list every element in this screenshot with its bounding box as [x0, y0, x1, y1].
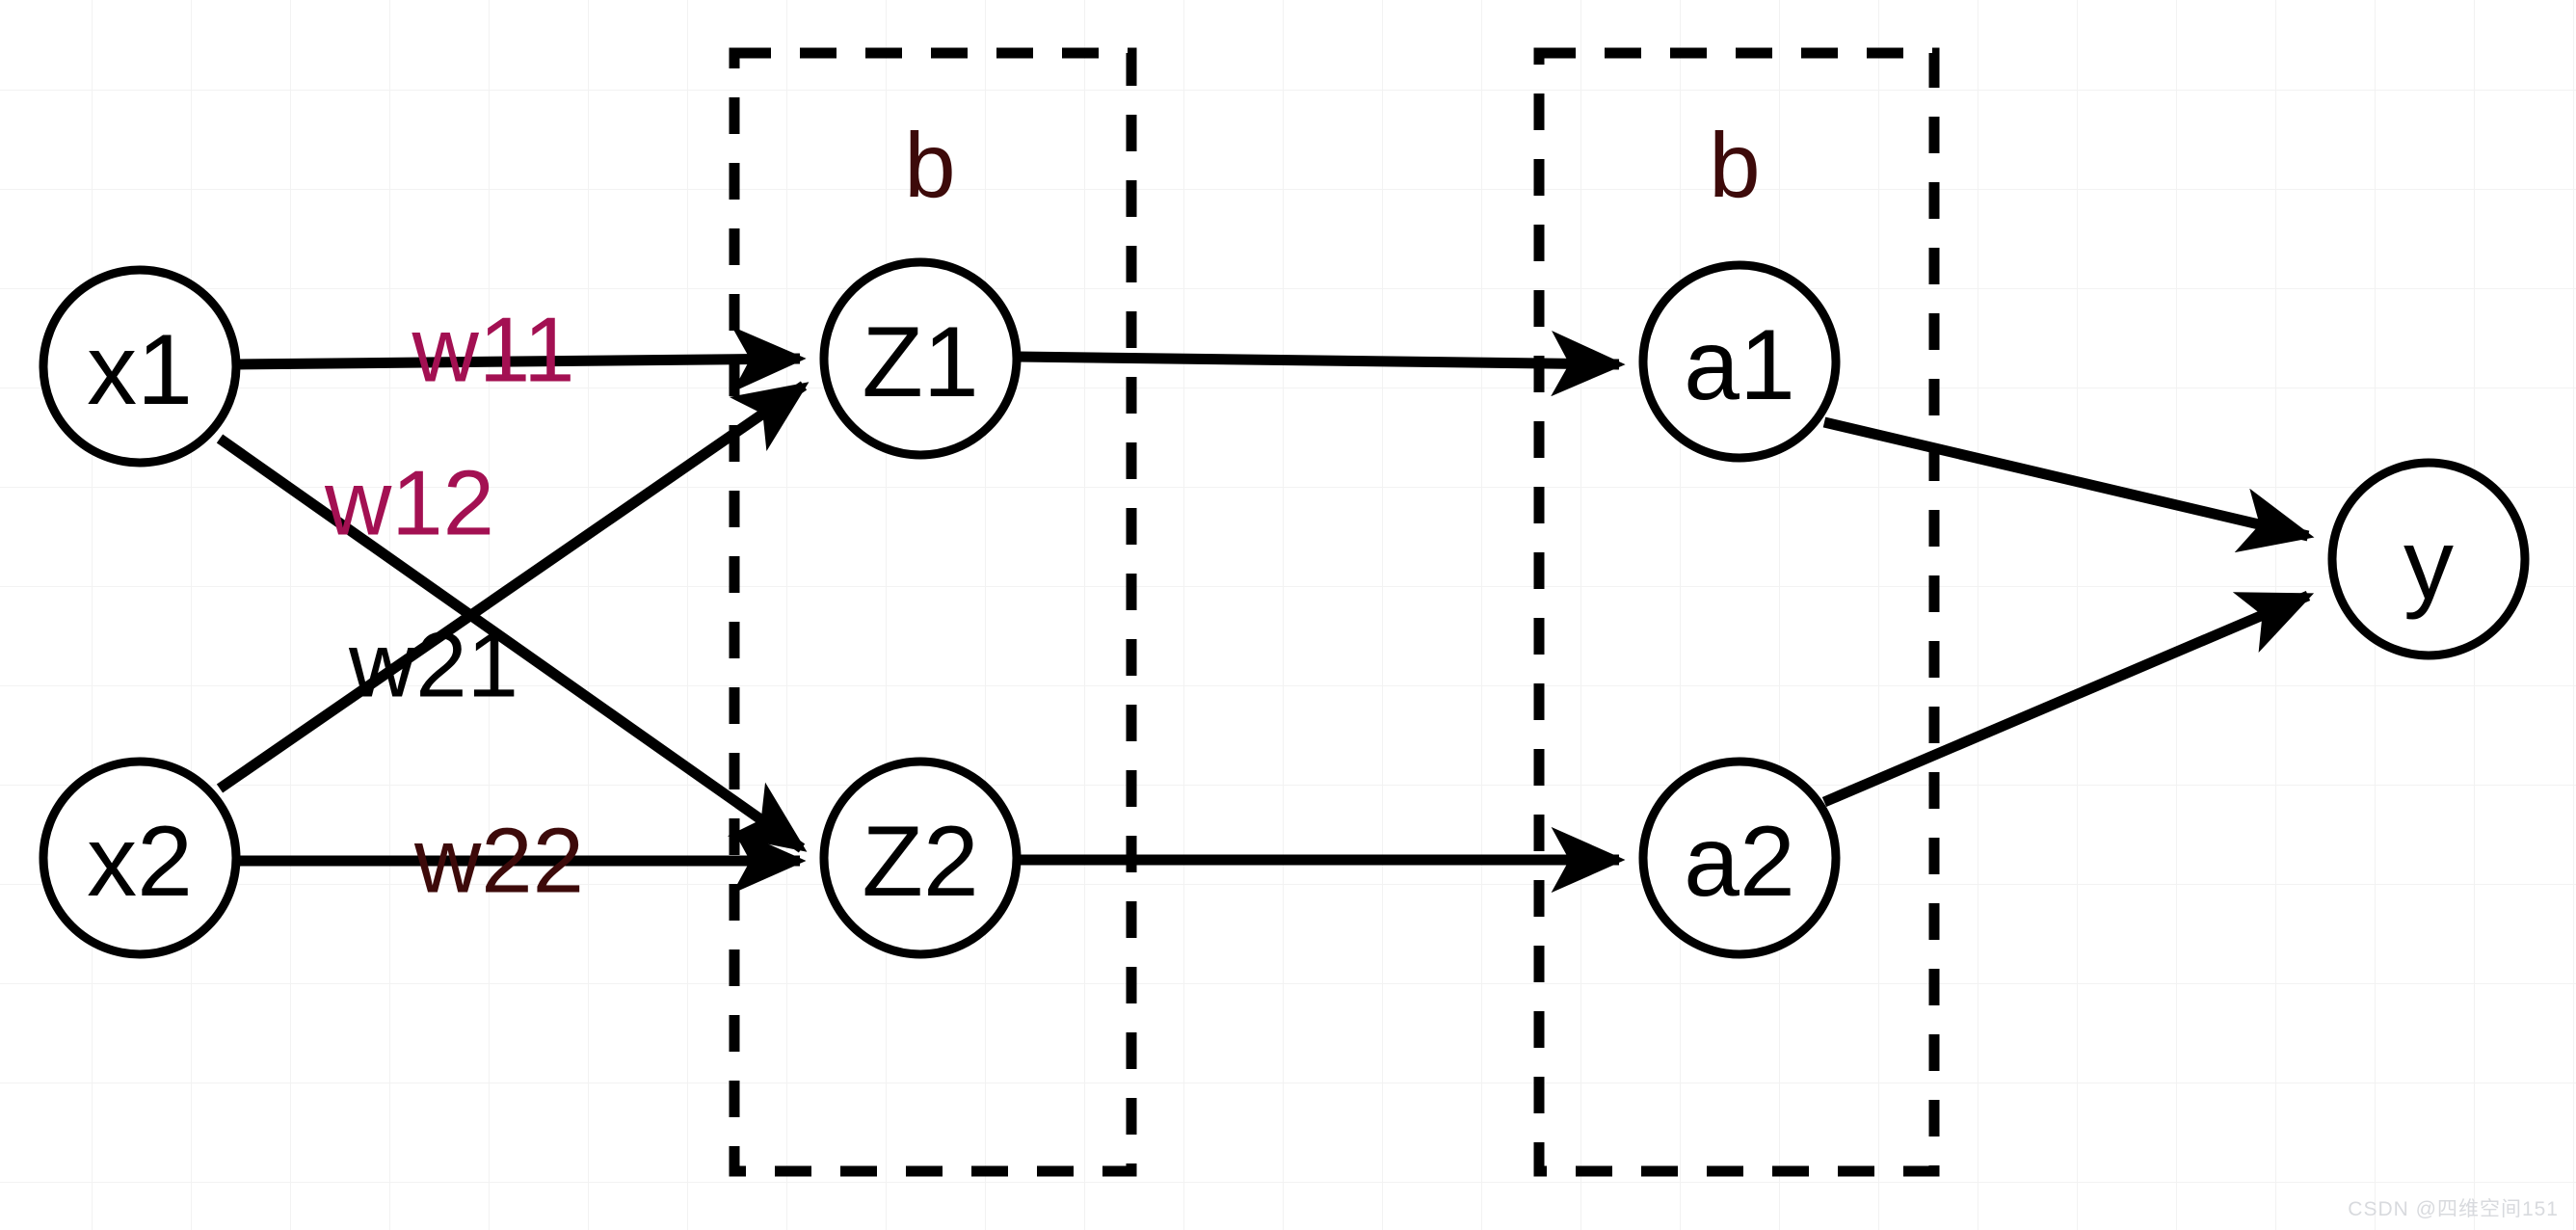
node-y-circle[interactable] — [2327, 458, 2530, 660]
edge-a2-y — [1821, 590, 2315, 808]
node-z1[interactable]: Z1 — [819, 257, 1022, 460]
node-y-label: y — [2403, 509, 2454, 621]
node-x2[interactable]: x2 — [39, 757, 241, 959]
node-x2-label: x2 — [87, 806, 193, 918]
node-a1[interactable]: a1 — [1638, 260, 1841, 463]
edge-a1-y — [1822, 416, 2315, 553]
node-x1-circle[interactable] — [39, 265, 241, 468]
node-a2[interactable]: a2 — [1638, 757, 1841, 959]
node-a1-circle[interactable] — [1638, 260, 1841, 463]
dashed-box-z-layer — [729, 47, 1137, 1177]
weight-labels-group: w11 w12 w21 w22 — [324, 299, 584, 913]
node-x1-label: x1 — [87, 314, 193, 426]
weight-label-w11: w11 — [412, 299, 575, 402]
csdn-watermark: CSDN @四维空间151 — [2348, 1198, 2559, 1220]
weight-label-w22: w22 — [413, 810, 584, 913]
edges-group — [216, 326, 2315, 895]
node-a2-label: a2 — [1684, 806, 1795, 918]
weight-label-w12: w12 — [324, 452, 494, 555]
nodes-group: x1 x2 Z1 Z2 a1 a2 — [39, 257, 2530, 959]
node-x2-circle[interactable] — [39, 757, 241, 959]
node-z2-label: Z2 — [862, 806, 978, 918]
node-y[interactable]: y — [2327, 458, 2530, 660]
edge-x1-z2 — [216, 434, 808, 853]
edge-z1-a1 — [1017, 331, 1626, 397]
edge-x2-z1 — [216, 381, 810, 793]
node-z1-label: Z1 — [862, 307, 978, 418]
node-x1[interactable]: x1 — [39, 265, 241, 468]
bias-labels-group: b b — [904, 115, 1760, 218]
node-a2-circle[interactable] — [1638, 757, 1841, 959]
dashed-box-group — [729, 47, 1940, 1177]
dashed-box-a-layer — [1533, 47, 1940, 1177]
node-z1-circle[interactable] — [819, 257, 1022, 460]
node-a1-label: a1 — [1684, 309, 1795, 421]
bias-label-z-layer: b — [904, 115, 955, 218]
node-z2[interactable]: Z2 — [819, 757, 1022, 959]
edge-x1-z1 — [236, 326, 807, 392]
bias-label-a-layer: b — [1709, 115, 1760, 218]
weight-label-w21: w21 — [348, 614, 518, 717]
node-z2-circle[interactable] — [819, 757, 1022, 959]
